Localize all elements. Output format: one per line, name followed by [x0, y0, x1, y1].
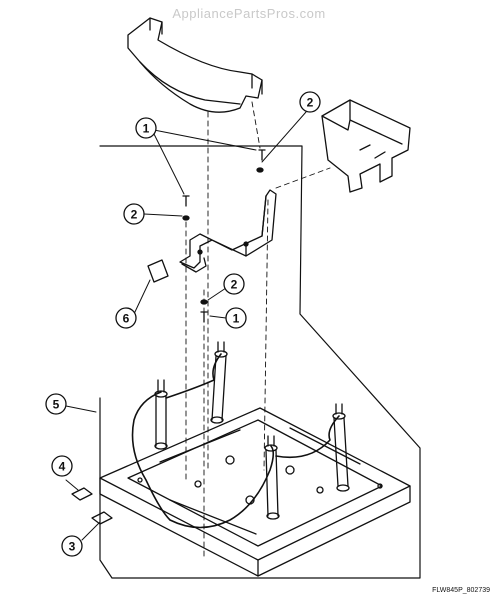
wire-harness — [131, 353, 340, 529]
callout-1-top: 1 — [135, 117, 157, 139]
watermark-text: AppliancePartsPros.com — [172, 6, 326, 21]
svg-text:2: 2 — [131, 208, 138, 222]
callout-5: 5 — [45, 393, 67, 415]
callout-2-lower: 2 — [223, 273, 245, 295]
base-plate — [99, 407, 411, 577]
callout-4: 4 — [51, 455, 73, 477]
callout-3: 3 — [61, 535, 83, 557]
base-panel-outline — [99, 145, 421, 579]
leader-lines — [65, 111, 307, 541]
svg-text:2: 2 — [231, 278, 238, 292]
svg-text:1: 1 — [143, 122, 150, 136]
side-bracket — [321, 99, 411, 193]
callout-2-upper-left: 2 — [123, 203, 145, 225]
svg-text:5: 5 — [53, 398, 60, 412]
figure-code-text: FLW845P_802739 — [432, 587, 490, 594]
hardware-bolts — [182, 149, 266, 323]
svg-text:3: 3 — [69, 540, 76, 554]
label-part-4 — [71, 487, 93, 501]
label-part-3 — [91, 511, 113, 525]
svg-text:2: 2 — [307, 96, 314, 110]
pad-part — [147, 259, 169, 283]
callout-2-upper-right: 2 — [299, 91, 321, 113]
callout-1-lower: 1 — [225, 307, 247, 329]
svg-text:6: 6 — [123, 312, 130, 326]
svg-text:4: 4 — [59, 460, 66, 474]
mounting-bracket — [179, 189, 277, 273]
alignment-lines — [185, 101, 331, 561]
callout-6: 6 — [115, 307, 137, 329]
svg-text:1: 1 — [233, 312, 240, 326]
top-bracket — [127, 17, 263, 113]
